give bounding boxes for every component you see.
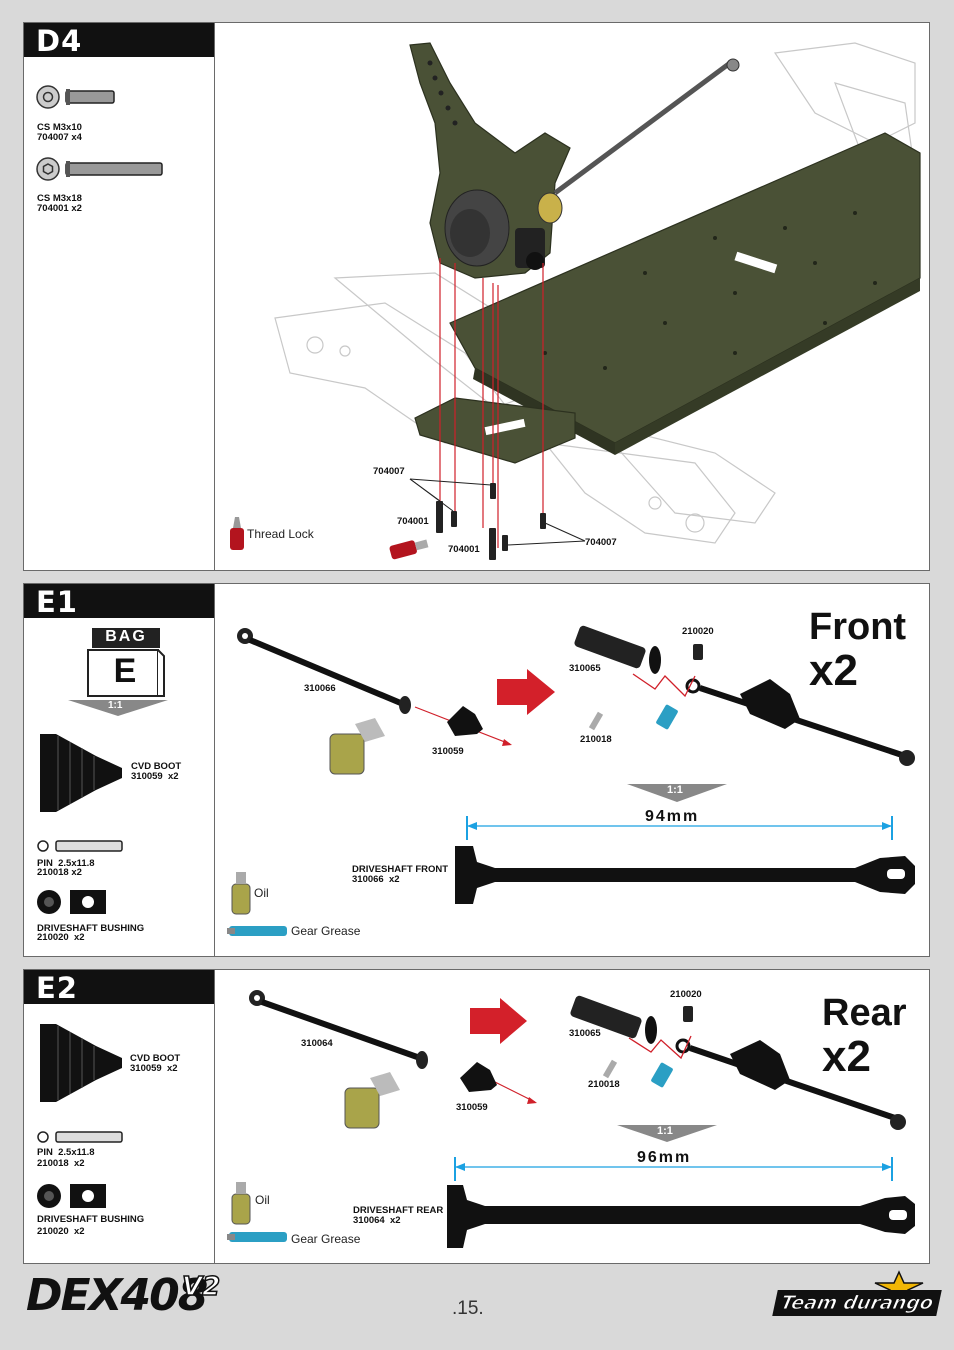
- e1-part-pin-code: 210018 x2: [37, 867, 82, 878]
- e2-callout-pin: 210018: [588, 1079, 620, 1090]
- pin-icon: [37, 1131, 123, 1143]
- team-durango-logo: Team durango: [772, 1270, 942, 1328]
- bag-scale-label: 1:1: [108, 700, 123, 711]
- cvd-boot-icon: [40, 1024, 122, 1102]
- e1-part-pin-name: PIN 2.5x11.8: [37, 858, 95, 869]
- e2-parts-column: E2 CVD BOOT 310059 x2 PIN 2.5x11.8 21001…: [24, 970, 214, 1263]
- d4-part-1-name: CS M3x10: [37, 122, 82, 133]
- e1-parts-column: E1 BAG E 1:1 CVD BOOT 310059 x2 PIN 2.5x…: [24, 584, 214, 956]
- d4-callout-704001-left: 704001: [397, 516, 429, 527]
- e1-illustration: 310066 310059 310065 210020 210018 Front…: [214, 584, 929, 956]
- cs-m3x18-screw-icon: [36, 157, 163, 181]
- e2-part-pin-name: PIN 2.5x11.8: [37, 1147, 95, 1158]
- driveshaft-bushing-icon: [37, 1184, 106, 1208]
- e1-part-boot-code: 310059 x2: [131, 771, 179, 782]
- d4-callout-704007-top: 704007: [373, 466, 405, 477]
- e2-callout-shaft: 310064: [301, 1038, 333, 1049]
- e2-part-boot-code: 310059 x2: [130, 1063, 178, 1074]
- e2-oil-label: Oil: [255, 1193, 270, 1207]
- e1-callout-cup: 310065: [569, 663, 601, 674]
- front-driveshaft-drawing: [227, 625, 915, 936]
- d4-callout-704007-right: 704007: [585, 537, 617, 548]
- e1-part-boot-name: CVD BOOT: [131, 761, 182, 772]
- d4-part-1-code: 704007 x4: [37, 132, 82, 143]
- e1-callout-boot: 310059: [432, 746, 464, 757]
- pin-icon: [37, 840, 123, 852]
- d4-parts-column: D4 CS M3x10 704007 x4 CS M3x18 704001 x2: [24, 23, 214, 570]
- bag-label: BAG: [105, 628, 147, 645]
- e2-shaft-code: 310064 x2: [353, 1215, 401, 1226]
- e1-callout-bushing: 210020: [682, 626, 714, 637]
- front-multiplier: x2: [809, 646, 858, 695]
- e2-callout-boot: 310059: [456, 1102, 488, 1113]
- d4-illustration: 704007 704001 704001 704007 Thread Lock: [214, 23, 929, 570]
- front-title: Front: [809, 606, 907, 648]
- thread-lock-label: Thread Lock: [247, 527, 314, 541]
- driveshaft-bushing-icon: [37, 890, 106, 914]
- e1-part-bushing-code: 210020 x2: [37, 932, 85, 943]
- e1-grease-label: Gear Grease: [291, 924, 361, 938]
- e1-oil-label: Oil: [254, 886, 269, 900]
- e2-part-pin-code: 210018 x2: [37, 1158, 85, 1169]
- e2-step-header: E2: [24, 970, 214, 1005]
- e2-measure-scale: 1:1: [657, 1125, 673, 1137]
- e2-part-bushing-name: DRIVESHAFT BUSHING: [37, 1214, 145, 1225]
- dex408-logo: DEX408 V2: [26, 1268, 236, 1330]
- e2-step-label: E2: [36, 971, 78, 1005]
- step-e1-panel: E1 BAG E 1:1 CVD BOOT 310059 x2 PIN 2.5x…: [23, 583, 930, 957]
- e1-part-bushing-name: DRIVESHAFT BUSHING: [37, 923, 145, 934]
- e2-shaft-label: DRIVESHAFT REAR: [353, 1205, 444, 1216]
- e1-callout-pin: 210018: [580, 734, 612, 745]
- page-number: .15.: [452, 1298, 484, 1319]
- rear-driveshaft-drawing: [227, 990, 915, 1248]
- d4-callout-704001-bottom: 704001: [448, 544, 480, 555]
- step-e2-panel: E2 CVD BOOT 310059 x2 PIN 2.5x11.8 21001…: [23, 969, 930, 1264]
- scale-arrow-left: [68, 700, 168, 716]
- chassis-assembly-drawing: [230, 42, 921, 560]
- e1-step-label: E1: [36, 585, 78, 619]
- d4-step-label: D4: [36, 24, 83, 58]
- e2-part-bushing-code: 210020 x2: [37, 1226, 85, 1237]
- e1-step-header: E1: [24, 584, 214, 619]
- dex408-logo-sup: V2: [181, 1271, 221, 1303]
- e1-shaft-label: DRIVESHAFT FRONT: [352, 864, 449, 875]
- e1-measure-scale: 1:1: [667, 784, 683, 796]
- cvd-boot-icon: [40, 734, 122, 812]
- e2-grease-label: Gear Grease: [291, 1232, 361, 1246]
- e1-shaft-code: 310066 x2: [352, 874, 400, 885]
- e2-illustration: 310064 310059 310065 210020 210018 Rear …: [214, 970, 929, 1263]
- rear-title: Rear: [822, 992, 907, 1034]
- e2-callout-cup: 310065: [569, 1028, 601, 1039]
- d4-part-2-code: 704001 x2: [37, 203, 82, 214]
- step-d4-panel: D4 CS M3x10 704007 x4 CS M3x18 704001 x2: [23, 22, 930, 571]
- rear-multiplier: x2: [822, 1032, 871, 1081]
- bag-letter: E: [113, 652, 137, 690]
- e1-callout-shaft: 310066: [304, 683, 336, 694]
- e2-part-boot-name: CVD BOOT: [130, 1053, 181, 1064]
- bag-icon: [87, 628, 165, 697]
- e2-callout-bushing: 210020: [670, 989, 702, 1000]
- e1-length-label: 94mm: [645, 808, 700, 825]
- cs-m3x10-screw-icon: [36, 85, 115, 109]
- dex408-logo-text: DEX408: [26, 1270, 208, 1321]
- e2-length-label: 96mm: [637, 1149, 692, 1166]
- d4-part-2-name: CS M3x18: [37, 193, 82, 204]
- d4-step-header: D4: [24, 23, 214, 58]
- team-durango-text: Team durango: [772, 1290, 942, 1316]
